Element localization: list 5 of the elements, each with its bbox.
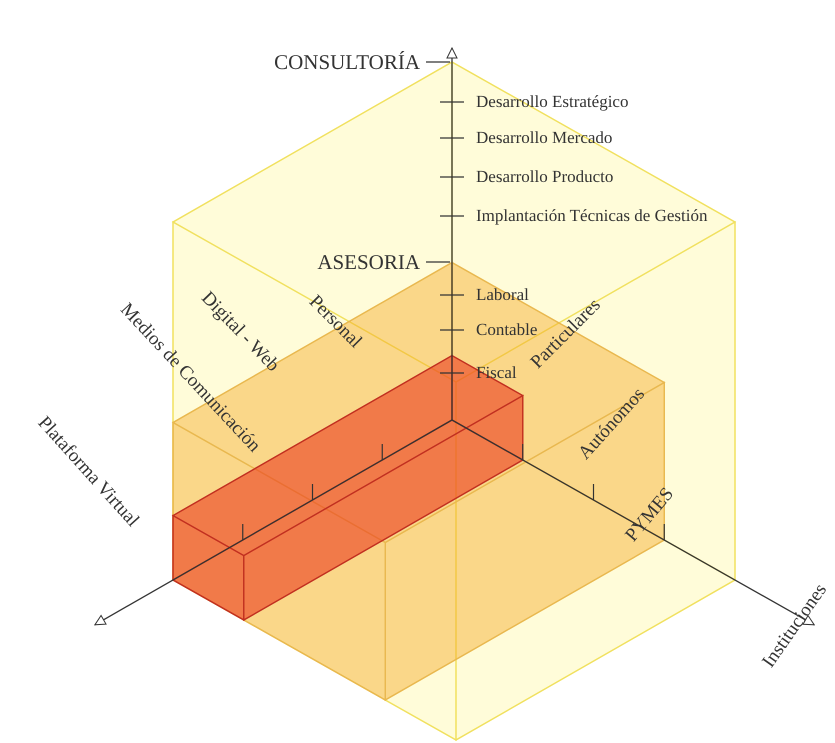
axis-label: CONSULTORÍA xyxy=(274,51,420,73)
axis-label: ASESORIA xyxy=(317,251,420,273)
tick-label: Desarrollo Producto xyxy=(476,166,614,188)
tick-label: Laboral xyxy=(476,284,529,306)
tick-label: Implantación Técnicas de Gestión xyxy=(476,205,708,227)
